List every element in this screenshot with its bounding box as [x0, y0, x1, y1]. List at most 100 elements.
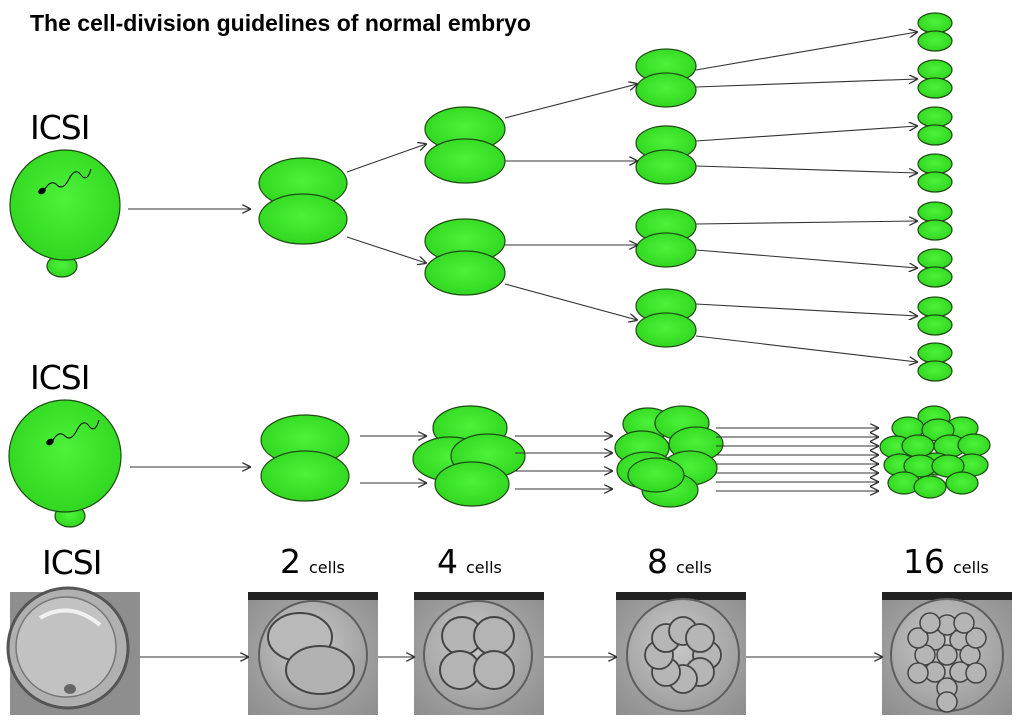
cell-lower: [635, 149, 697, 185]
sperm-tail-icon: [52, 419, 100, 441]
row-1-4cell-bottom: [424, 218, 506, 296]
blastomere-2: [285, 645, 355, 695]
cell-lower: [260, 450, 350, 502]
stage-unit: cells: [466, 558, 502, 577]
micrograph-top-edge: [414, 592, 544, 600]
blastomere-11: [965, 627, 987, 649]
row-1-16cell-4: [917, 153, 953, 193]
row-1-4cell-top: [424, 106, 506, 184]
row-1-2cell: [258, 157, 348, 245]
oocyte-micrograph: [6, 586, 140, 715]
arrow-8cell-to-16cell-4: [695, 165, 917, 173]
row-1-8cell-2: [635, 125, 697, 185]
stage-number: 4: [437, 542, 458, 581]
stage-label-4-cells: 4 cells: [437, 542, 502, 581]
two-cell-micrograph: [248, 592, 378, 715]
row-1-16cell-7: [917, 296, 953, 336]
blastomere-16: [945, 471, 979, 495]
stage-label-16-cells: 16 cells: [903, 542, 989, 581]
cell-lower: [917, 360, 953, 382]
cell-upper: [917, 153, 953, 175]
stage-unit: cells: [309, 558, 345, 577]
sperm-head-icon: [46, 438, 54, 446]
row-1-16cell-8: [917, 342, 953, 382]
arrow-4cell-to-8cell-1: [504, 84, 637, 119]
cell-upper: [917, 12, 953, 34]
blastomere-8: [957, 433, 991, 457]
cell-lower: [917, 77, 953, 99]
row-1-8cell-4: [635, 288, 697, 348]
blastomere-15: [953, 612, 975, 634]
stage-unit: cells: [953, 558, 989, 577]
cell-upper: [917, 59, 953, 81]
cell-upper: [917, 342, 953, 364]
row-2-icsi-label: ICSI: [30, 358, 90, 397]
blastomere-15: [913, 475, 947, 499]
row-2-16cell-cluster: [879, 405, 991, 499]
micrograph-top-edge: [882, 592, 1012, 600]
sixteen-cell-micrograph: [882, 592, 1012, 715]
cell-upper: [917, 106, 953, 128]
arrow-8cell-to-16cell-7: [695, 303, 917, 316]
blastomere-8: [685, 623, 715, 653]
row-2-oocyte: [8, 399, 122, 528]
row-1-16cell-1: [917, 12, 953, 52]
blastomere-13: [965, 662, 987, 684]
row-1-16cell-2: [917, 59, 953, 99]
arrow-8cell-to-16cell-1: [695, 32, 917, 71]
stage-number: 8: [647, 542, 668, 581]
cell-lower: [424, 250, 506, 296]
stage-number: 2: [280, 542, 301, 581]
cell-lower: [635, 312, 697, 348]
oocyte-cell: [9, 149, 121, 261]
row-1-oocyte: [9, 149, 121, 278]
arrow-2cell-to-4cell-top: [346, 144, 426, 173]
cell-lower: [917, 219, 953, 241]
cell-upper: [917, 248, 953, 270]
sperm-tail-icon: [44, 168, 92, 190]
cell-lower: [917, 171, 953, 193]
micrograph-top-edge: [616, 592, 746, 600]
arrow-8cell-to-16cell-6: [695, 249, 917, 268]
oocyte-body: [15, 596, 117, 698]
four-cell-micrograph: [414, 592, 544, 715]
row-2-compact-division: [8, 399, 991, 528]
diagram-title: The cell-division guidelines of normal e…: [30, 10, 531, 36]
stage-label-2-cells: 2 cells: [280, 542, 345, 581]
cell-lower: [635, 72, 697, 108]
row-2-2cell: [260, 414, 350, 502]
stage-number: 16: [903, 542, 945, 581]
cell-lower: [258, 193, 348, 245]
row-1-16cell-6: [917, 248, 953, 288]
polar-body: [64, 684, 76, 694]
arrow-8cell-to-16cell-5: [695, 221, 917, 224]
blastomere-2: [473, 616, 515, 656]
arrow-8cell-to-16cell-2: [695, 79, 917, 88]
row-3-micrographs: [6, 586, 1012, 715]
cell-lower: [917, 124, 953, 146]
row-2-4cell-cluster: [412, 405, 526, 507]
micrograph-top-edge: [248, 592, 378, 600]
row-1-16cell-3: [917, 106, 953, 146]
arrow-2cell-to-4cell-bottom: [346, 236, 426, 263]
blastomere-14: [919, 612, 941, 634]
cell-upper: [917, 201, 953, 223]
blastomere-1: [936, 644, 958, 666]
blastomere-10: [907, 627, 929, 649]
cell-lower: [917, 30, 953, 52]
row-1-icsi-label: ICSI: [30, 108, 90, 147]
row-3-icsi-label: ICSI: [42, 543, 102, 582]
arrow-4cell-to-8cell-4: [504, 283, 637, 320]
row-1-symmetric-division-tree: [9, 12, 953, 382]
cell-lower: [917, 314, 953, 336]
cell-upper: [917, 296, 953, 318]
cell-lower: [635, 232, 697, 268]
blastomere-8: [627, 457, 685, 493]
zona-pellucida: [626, 598, 740, 712]
arrow-8cell-to-16cell-3: [695, 126, 917, 142]
blastomere-4: [434, 461, 510, 507]
oocyte-cell: [8, 399, 122, 513]
blastomere-12: [907, 662, 929, 684]
